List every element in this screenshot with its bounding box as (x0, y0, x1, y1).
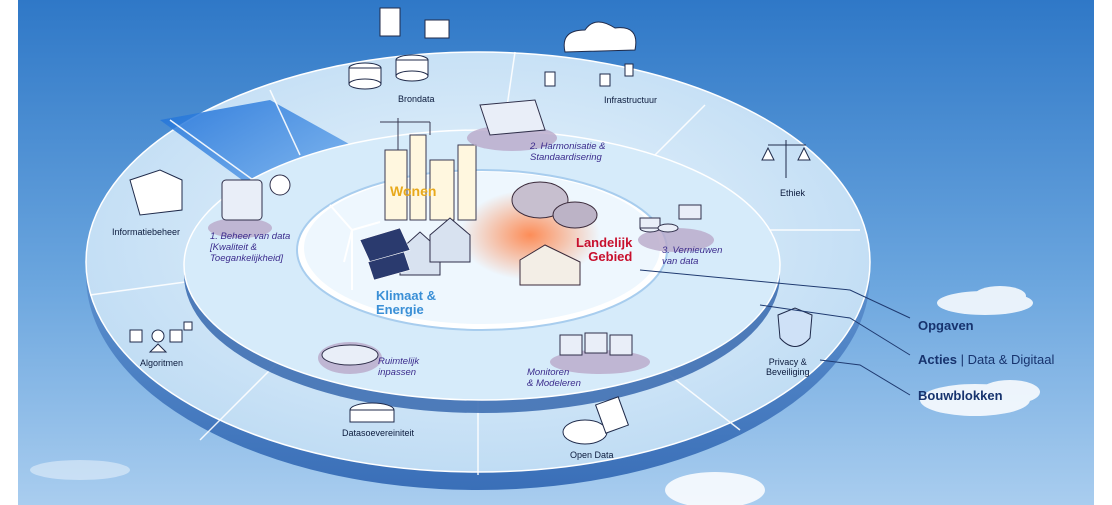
clouds (30, 286, 1040, 505)
legend-bouwblokken: Bouwblokken (918, 388, 1003, 403)
action-monitoren-modeleren: Monitoren & Modeleren (527, 367, 581, 389)
theme-wonen: Wonen (390, 183, 437, 199)
block-algoritmen: Algoritmen (140, 358, 184, 368)
action-vernieuwen: 3. Vernieuwen van data (662, 245, 723, 267)
block-datasoevereiniteit: Datasoevereiniteit (342, 428, 415, 438)
wind-turbine (329, 204, 381, 290)
wonen-city-illustration (380, 118, 477, 221)
theme-klimaat-energie: Klimaat & Energie (376, 288, 436, 317)
block-brondata: Brondata (398, 94, 435, 104)
action-harmonisatie: 2. Harmonisatie & Standaardisering (530, 141, 606, 163)
legend-acties: Acties (918, 352, 958, 367)
solar-panels (359, 227, 411, 281)
block-infrastructuur: Infrastructuur (604, 95, 658, 105)
legend-data-digitaal: Data & Digitaal (967, 352, 1055, 367)
building-block-icons (129, 7, 813, 445)
block-privacy-beveiliging: Privacy & Beveiliging (766, 357, 810, 377)
theme-landelijk-gebied: Landelijk Gebied (576, 235, 633, 264)
block-open-data: Open Data (570, 450, 614, 460)
legend-opgaven: Opgaven (918, 318, 974, 333)
action-beheer-van-data: 1. Beheer van data [Kwaliteit & Toeganke… (210, 231, 291, 264)
block-ethiek: Ethiek (780, 188, 806, 198)
legend-acties-row: Acties | Data & Digitaal (918, 352, 1054, 367)
legend-separator: | (960, 352, 965, 367)
block-informatiebeheer: Informatiebeheer (112, 227, 181, 237)
action-icons (208, 99, 714, 374)
legend-connectors (639, 269, 911, 396)
action-ruimtelijk-inpassen: Ruimtelijk inpassen (378, 356, 420, 378)
houses-illustration (399, 217, 471, 276)
farm-illustration (511, 181, 598, 286)
